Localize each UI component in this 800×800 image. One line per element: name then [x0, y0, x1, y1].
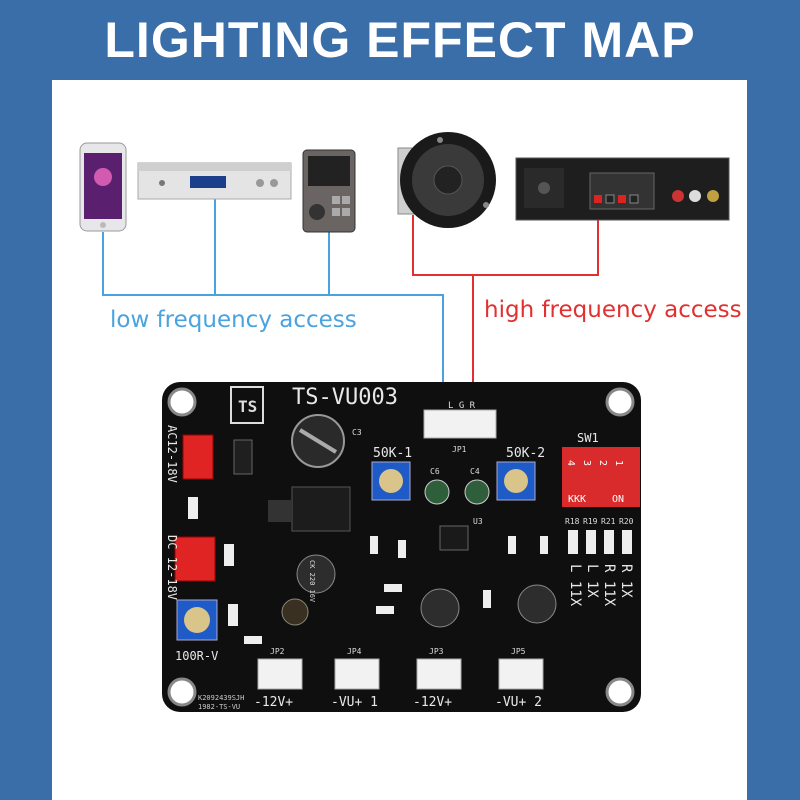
low-frequency-label: low frequency access: [110, 307, 357, 333]
pcb-board: TS TS-VU003 AC12-18V DC 12-18V C3 L G R …: [162, 382, 641, 712]
speaker-device: [397, 132, 496, 228]
pot-bottom-label: 100R-V: [175, 649, 218, 663]
pot-left-label: 50K-1: [373, 446, 412, 461]
phone-device: [79, 142, 127, 232]
r21-label: R21: [601, 517, 616, 526]
gain-row-4: L 11X: [567, 564, 583, 607]
board-logo: TS: [238, 397, 257, 416]
page-title: LIGHTING EFFECT MAP: [104, 12, 696, 68]
serial-line-1: K2092439SJH: [198, 694, 244, 702]
power-amplifier-device: [515, 157, 730, 221]
switch-on: ON: [612, 494, 624, 505]
switch-num-4: 4: [565, 460, 576, 466]
conn-label-1: -12V+: [254, 695, 293, 710]
board-model: TS-VU003: [292, 385, 398, 410]
r18-label: R18: [565, 517, 580, 526]
mp3-player-device: [302, 149, 356, 233]
switch-kkk: KKK: [568, 494, 586, 505]
conn-label-4: -VU+ 2: [495, 695, 542, 710]
gain-row-3: L 1X: [584, 564, 600, 598]
jp1-pins: L G R: [448, 401, 476, 411]
jp4-label: JP4: [347, 647, 362, 656]
r20-label: R20: [619, 517, 634, 526]
low-frequency-wires: [102, 198, 444, 412]
svg-text:C3: C3: [352, 428, 362, 437]
ac-power-label: AC12-18V: [165, 425, 179, 483]
jp1-label: JP1: [452, 445, 467, 454]
jp2-label: JP2: [270, 647, 285, 656]
jp5-label: JP5: [511, 647, 526, 656]
svg-text:C6: C6: [430, 467, 440, 476]
high-frequency-label: high frequency access: [484, 297, 742, 323]
serial-line-2: 1982-TS-VU: [198, 703, 240, 711]
jp3-label: JP3: [429, 647, 444, 656]
gain-row-1: R 1X: [618, 564, 634, 598]
switch-name: SW1: [577, 431, 599, 445]
switch-num-2: 2: [597, 460, 608, 466]
cd-player-device: [137, 162, 292, 200]
svg-text:C4: C4: [470, 467, 480, 476]
svg-text:U3: U3: [473, 517, 483, 526]
cap-label-1: CK 220 16V: [308, 560, 316, 603]
dc-power-label: DC 12-18V: [165, 535, 179, 600]
switch-num-3: 3: [581, 460, 592, 466]
switch-num-1: 1: [613, 460, 624, 466]
gain-row-2: R 11X: [601, 564, 617, 607]
conn-label-3: -12V+: [413, 695, 452, 710]
conn-label-2: -VU+ 1: [331, 695, 378, 710]
r19-label: R19: [583, 517, 598, 526]
pot-right-label: 50K-2: [506, 446, 545, 461]
high-frequency-wires: [412, 215, 599, 412]
